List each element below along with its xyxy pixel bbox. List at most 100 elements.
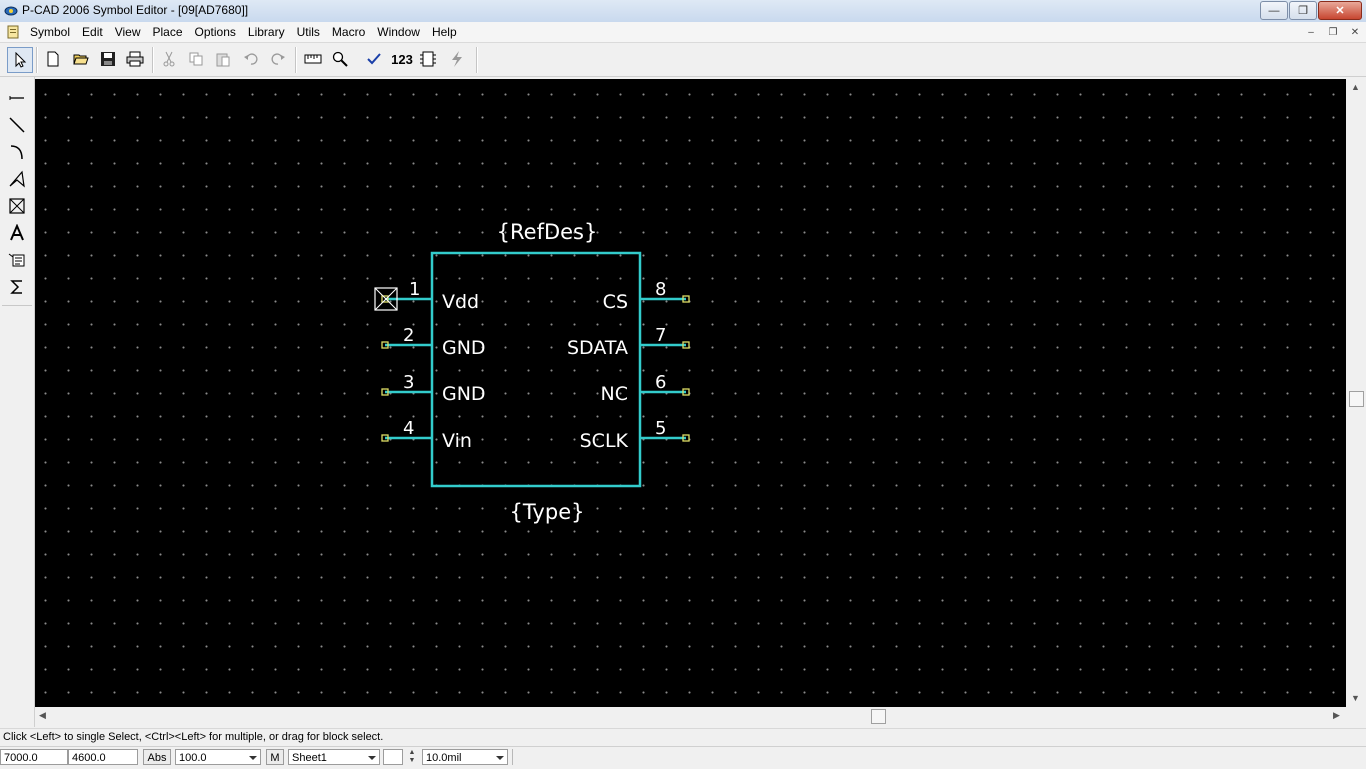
chevron-down-icon [249, 756, 257, 760]
pin-end-marker [682, 295, 690, 303]
menu-edit[interactable]: Edit [82, 25, 103, 39]
document-icon[interactable] [6, 25, 20, 39]
paste-icon [216, 53, 230, 67]
cut-button[interactable] [158, 48, 180, 70]
printer-icon [126, 51, 144, 67]
ref-point-icon [9, 198, 25, 214]
menu-place[interactable]: Place [152, 25, 183, 39]
vertical-scrollbar[interactable]: ▲ ▼ [1347, 79, 1366, 707]
menu-window[interactable]: Window [377, 25, 420, 39]
design-canvas[interactable]: {RefDes} {Type} 1 Vdd 2 GND 3 GND [35, 79, 1346, 707]
menu-options[interactable]: Options [194, 25, 236, 39]
right-pin-7[interactable]: 7 SDATA [567, 325, 690, 359]
place-field-button[interactable] [5, 276, 29, 298]
copy-icon [189, 52, 203, 66]
magnifier-icon [332, 51, 348, 67]
pin-number: 3 [403, 372, 414, 393]
copy-button[interactable] [185, 48, 207, 70]
pin-name: SCLK [580, 430, 629, 452]
print-button[interactable] [124, 48, 146, 70]
arc-icon [10, 145, 23, 160]
zoom-combo[interactable]: 100.0 [175, 749, 261, 765]
renumber-button[interactable]: 123 [389, 48, 415, 70]
title-bar: P-CAD 2006 Symbol Editor - [09[AD7680]] … [0, 0, 1366, 23]
validate-button[interactable] [363, 48, 385, 70]
pin-end-marker [381, 295, 389, 303]
zoom-button[interactable] [329, 48, 351, 70]
main-toolbar: 123 [0, 43, 1366, 77]
pcad-app-icon [4, 6, 18, 16]
refdes-attribute[interactable]: {RefDes} [497, 220, 598, 244]
open-button[interactable] [70, 48, 92, 70]
lightning-button[interactable] [446, 48, 468, 70]
place-ref-point-button[interactable] [5, 195, 29, 217]
menu-view[interactable]: View [114, 25, 141, 39]
horizontal-scroll-thumb[interactable] [871, 709, 886, 724]
place-attribute-button[interactable] [5, 249, 29, 271]
redo-button[interactable] [267, 48, 289, 70]
pin-number: 8 [655, 279, 666, 300]
place-pin-button[interactable] [5, 87, 29, 109]
layer-spinner[interactable]: ▲▼ [408, 749, 416, 764]
measure-button[interactable] [302, 48, 324, 70]
pin-number: 1 [409, 279, 420, 300]
menu-symbol[interactable]: Symbol [30, 25, 71, 39]
scroll-down-icon[interactable]: ▼ [1351, 693, 1360, 703]
menu-library[interactable]: Library [247, 25, 285, 39]
place-text-button[interactable] [5, 222, 29, 244]
vertical-scroll-thumb[interactable] [1349, 391, 1364, 407]
mdi-restore-button[interactable]: ❐ [1328, 26, 1338, 38]
layer-color-swatch[interactable] [383, 749, 403, 765]
attribute-icon [8, 253, 25, 267]
mdi-minimize-button[interactable]: – [1308, 26, 1314, 38]
save-button[interactable] [97, 48, 119, 70]
horizontal-scrollbar[interactable]: ◀ ▶ [35, 707, 1347, 726]
x-coordinate-field[interactable]: 7000.0 [0, 749, 68, 765]
grid-combo[interactable]: 10.0mil [422, 749, 508, 765]
pin-number: 2 [403, 325, 414, 346]
type-attribute[interactable]: {Type} [510, 500, 585, 524]
scroll-left-icon[interactable]: ◀ [39, 710, 46, 720]
coordinate-bar: 7000.0 4600.0 Abs 100.0 M Sheet1 ▲▼ 10.0… [0, 746, 1366, 769]
select-tool-button[interactable] [7, 47, 33, 73]
minimize-button[interactable]: — [1260, 1, 1288, 20]
abs-toggle-button[interactable]: Abs [143, 749, 171, 765]
place-arc-button[interactable] [5, 141, 29, 163]
menu-help[interactable]: Help [431, 25, 457, 39]
grid-value: 10.0mil [426, 752, 462, 764]
right-pin-6[interactable]: 6 NC [601, 372, 690, 405]
ref-point-marker[interactable] [374, 287, 398, 311]
status-info-panel [512, 749, 1363, 765]
place-polygon-button[interactable] [5, 168, 29, 190]
symbol-body-outline[interactable] [430, 251, 642, 488]
status-message: Click <Left> to single Select, <Ctrl><Le… [3, 731, 384, 743]
menu-macro[interactable]: Macro [331, 25, 366, 39]
placement-palette [0, 77, 35, 727]
checkmark-icon [367, 53, 381, 65]
symbol-wizard-button[interactable] [417, 48, 439, 70]
close-button[interactable]: ✕ [1318, 1, 1362, 20]
y-coordinate-field[interactable]: 4600.0 [68, 749, 138, 765]
new-button[interactable] [42, 48, 64, 70]
right-pin-5[interactable]: 5 SCLK [580, 418, 690, 452]
paste-button[interactable] [212, 48, 234, 70]
pin-number: 7 [655, 325, 666, 346]
pin-number: 5 [655, 418, 666, 439]
symbol-wizard-icon [420, 51, 436, 67]
right-pin-8[interactable]: 8 CS [603, 279, 690, 313]
pin-end-marker [381, 341, 389, 349]
macro-m-button[interactable]: M [266, 749, 284, 765]
restore-button[interactable]: ❐ [1289, 1, 1317, 20]
left-pin-1[interactable]: 1 Vdd [381, 279, 479, 313]
left-pin-2[interactable]: 2 GND [381, 325, 486, 359]
left-pin-3[interactable]: 3 GND [381, 372, 486, 405]
place-line-button[interactable] [5, 114, 29, 136]
scroll-up-icon[interactable]: ▲ [1351, 82, 1360, 92]
left-pin-4[interactable]: 4 Vin [381, 418, 472, 452]
scroll-right-icon[interactable]: ▶ [1333, 710, 1340, 720]
undo-icon [244, 53, 258, 65]
menu-utils[interactable]: Utils [296, 25, 320, 39]
mdi-close-button[interactable]: ✕ [1350, 26, 1360, 38]
sheet-combo[interactable]: Sheet1 [288, 749, 380, 765]
undo-button[interactable] [240, 48, 262, 70]
